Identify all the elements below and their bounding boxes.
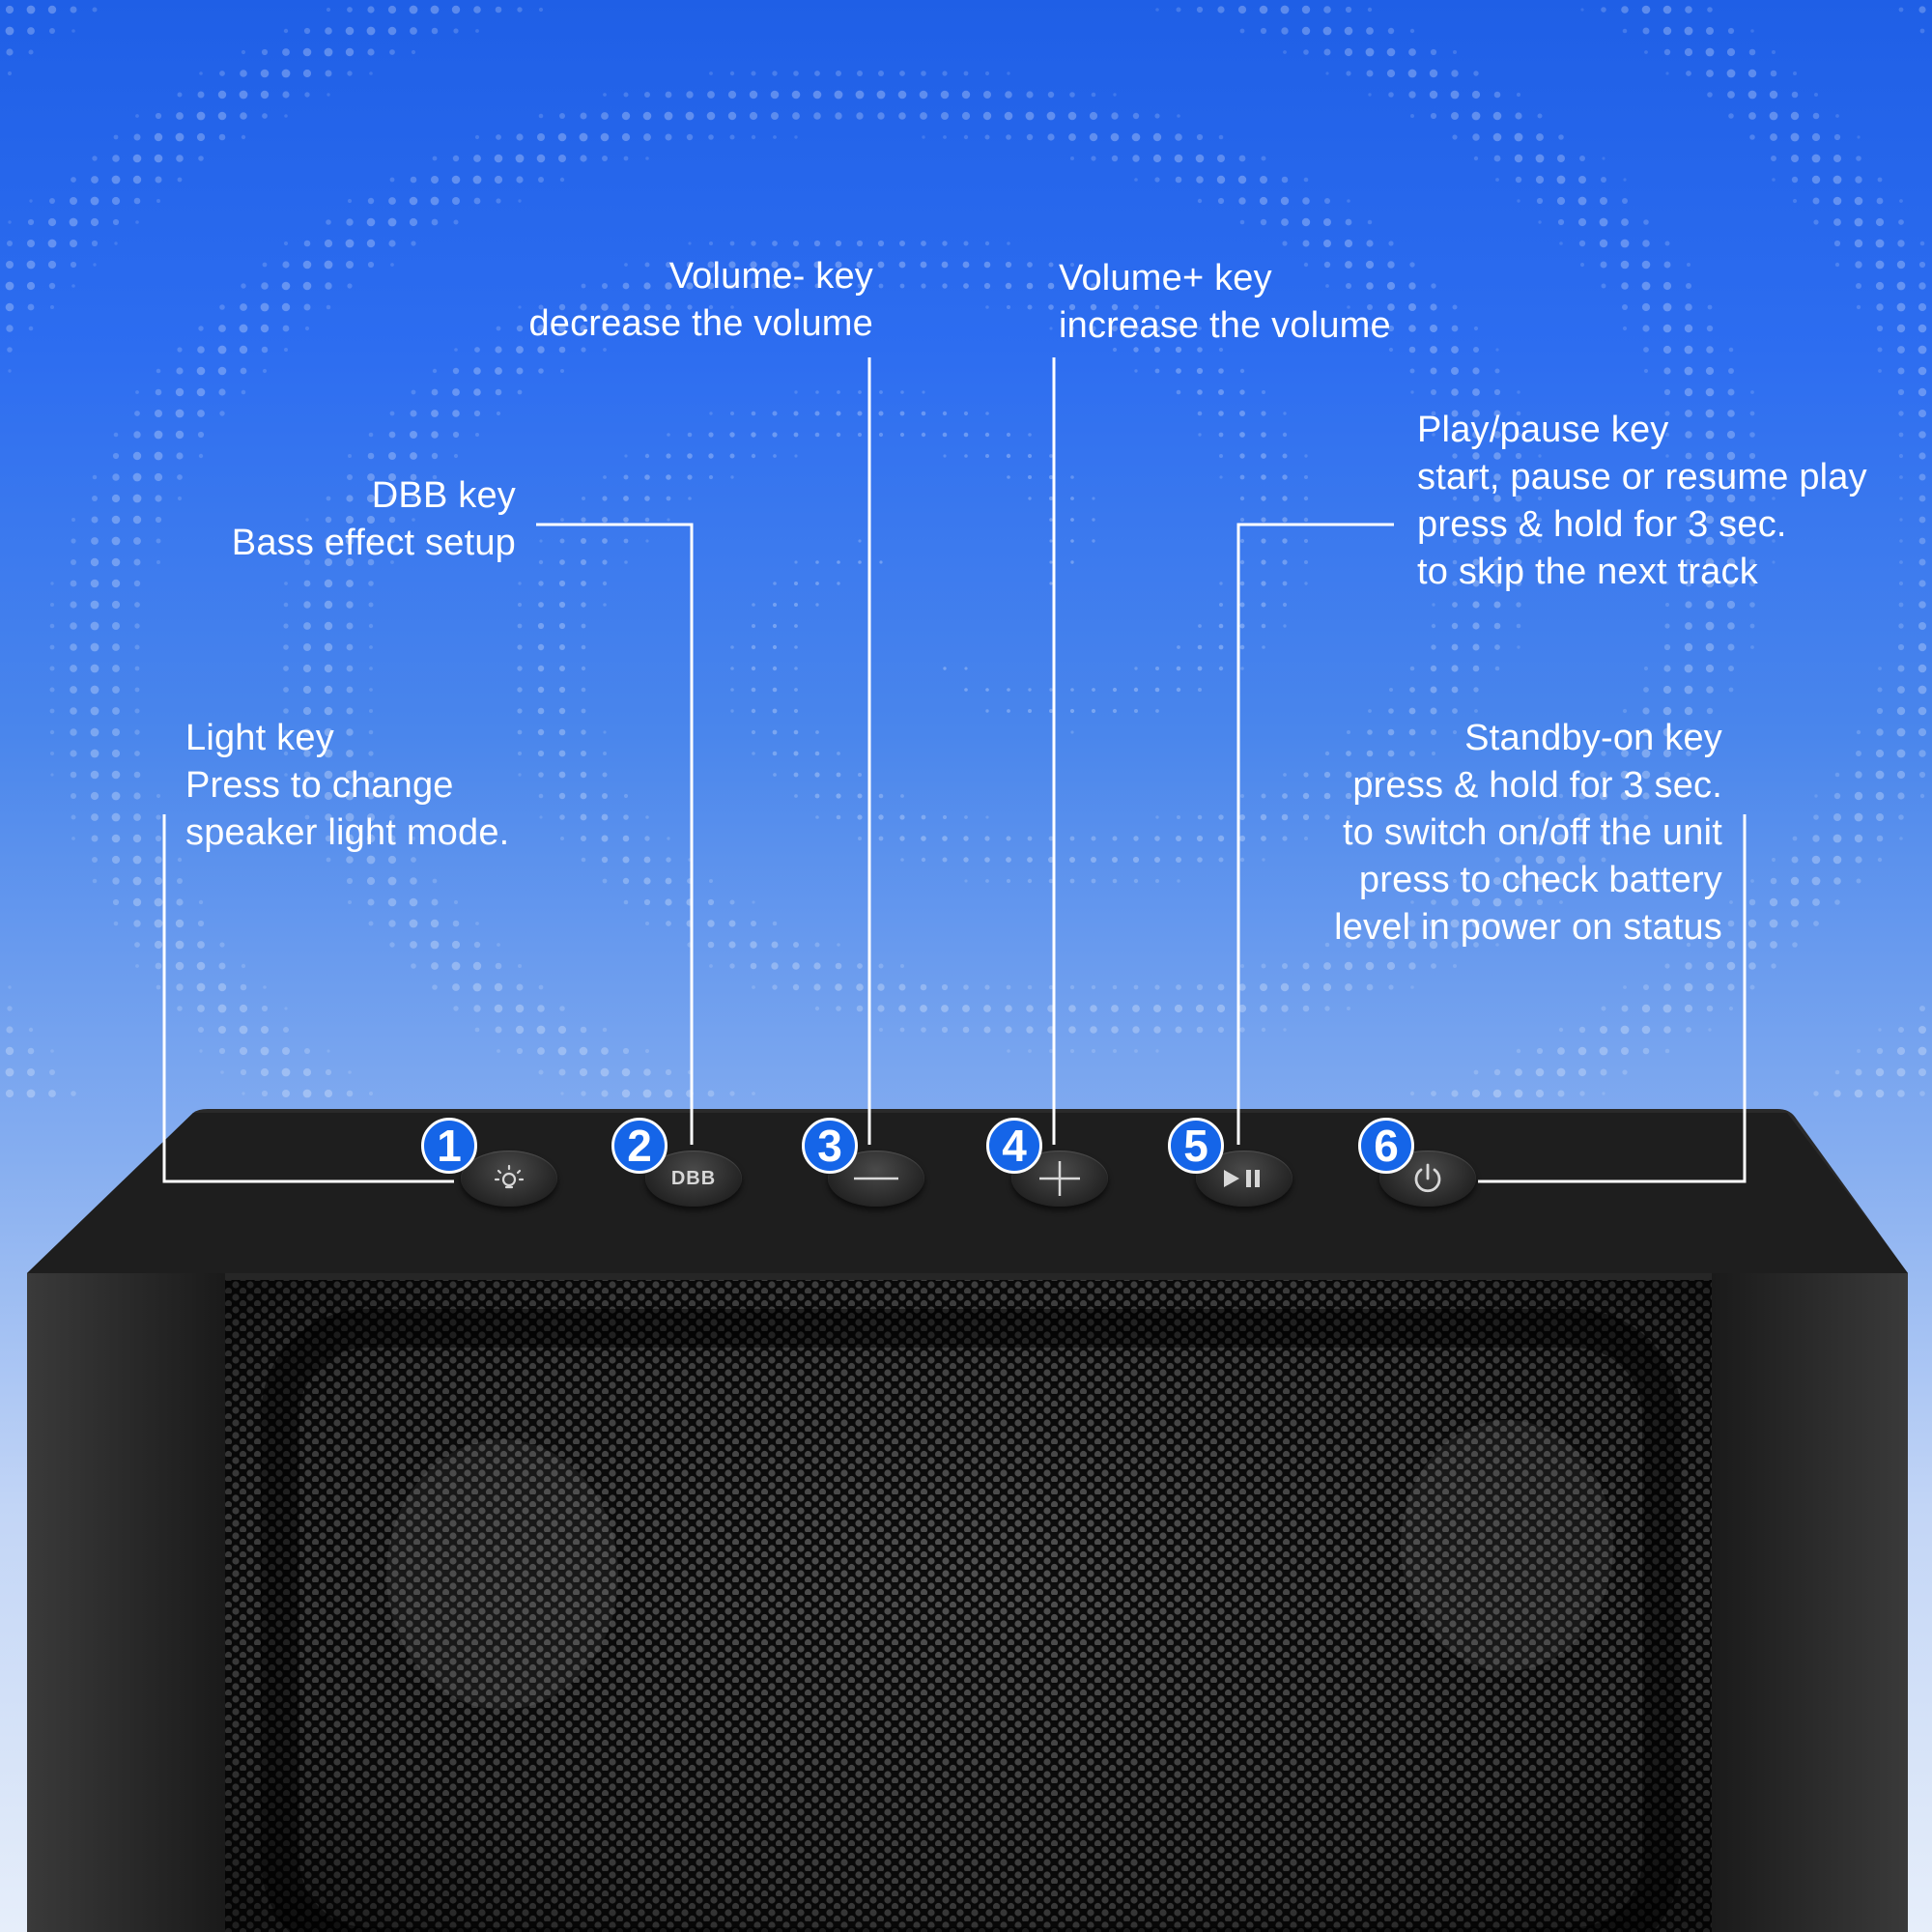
callout-play-pause: Play/pause key start, pause or resume pl…: [1417, 407, 1867, 596]
play-pause-icon: [1224, 1170, 1260, 1187]
callout-line: Bass effect setup: [231, 523, 516, 563]
power-icon: [1414, 1163, 1441, 1193]
callout-line: increase the volume: [1059, 305, 1391, 346]
callout-line: start, pause or resume play: [1417, 457, 1867, 497]
bulb-icon: [494, 1164, 525, 1189]
callout-volume-up: Volume+ key increase the volume: [1059, 255, 1391, 350]
callout-line: to skip the next track: [1417, 552, 1758, 592]
badge-5: 5: [1168, 1118, 1224, 1174]
minus-icon: [854, 1177, 898, 1180]
callout-title: Play/pause key: [1417, 410, 1669, 450]
badge-6: 6: [1358, 1118, 1414, 1174]
callout-line: press & hold for 3 sec.: [1417, 504, 1787, 545]
callout-dbb: DBB key Bass effect setup: [232, 472, 516, 567]
badge-2: 2: [611, 1118, 668, 1174]
badge-3: 3: [802, 1118, 858, 1174]
callout-title: Standby-on key: [1464, 718, 1722, 758]
callout-volume-down: Volume- key decrease the volume: [528, 253, 873, 348]
callout-title: Volume- key: [668, 256, 873, 297]
callout-title: DBB key: [371, 475, 516, 516]
badge-4: 4: [986, 1118, 1042, 1174]
plus-icon: [1039, 1161, 1080, 1196]
light-button[interactable]: [461, 1151, 557, 1207]
callout-title: Light key: [185, 718, 334, 758]
callout-line: press & hold for 3 sec.: [1352, 765, 1722, 806]
dbb-button-label: DBB: [670, 1167, 717, 1189]
badge-1: 1: [421, 1118, 477, 1174]
callout-title: Volume+ key: [1059, 258, 1272, 298]
callout-line: Press to change: [185, 765, 454, 806]
callout-line: decrease the volume: [528, 303, 873, 344]
